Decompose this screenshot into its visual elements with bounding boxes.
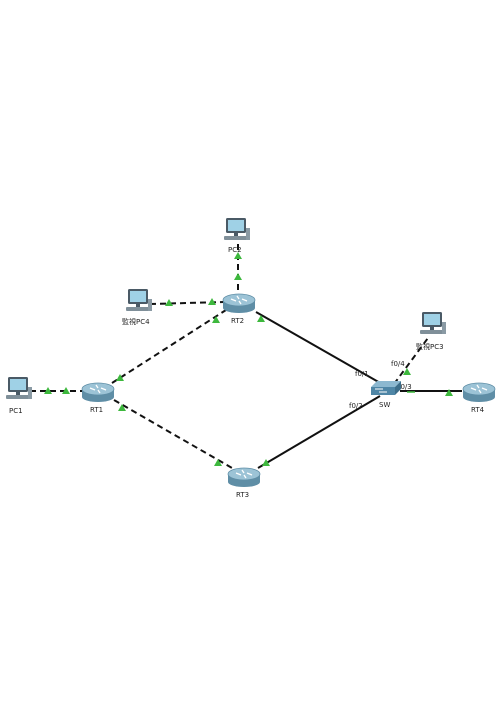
pc-keyboard (126, 307, 150, 311)
switch-front (371, 387, 395, 395)
pc-monitor-stand (430, 327, 434, 330)
device-label-rt3: RT3 (236, 491, 249, 499)
device-pc1[interactable]: PC1 (6, 377, 32, 415)
router-arrows (470, 384, 488, 394)
link-up-indicator (44, 387, 52, 394)
device-label-pc1: PC1 (9, 407, 23, 415)
router-icon (227, 467, 261, 487)
link-up-indicator (165, 299, 173, 306)
router-icon (81, 382, 115, 402)
pc-icon (6, 377, 32, 399)
link-up-indicator (234, 273, 242, 280)
link-status-indicators (44, 252, 453, 466)
pc-tower (246, 228, 250, 240)
router-arrows (230, 295, 248, 305)
device-label-rt4: RT4 (471, 406, 485, 414)
pc-icon (126, 289, 152, 311)
pc-tower (442, 322, 446, 334)
pc-monitor-screen (424, 314, 440, 325)
pc-monitor-screen (10, 379, 26, 390)
device-label-pc3: 監視PC3 (416, 342, 444, 351)
router-top (222, 293, 256, 307)
device-pc2[interactable]: PC2 (224, 218, 250, 254)
port-label-fa03: f0/3 (398, 383, 412, 391)
link-up-indicator (214, 459, 222, 466)
pc-monitor-stand (136, 304, 140, 307)
links-layer (30, 244, 462, 469)
port-labels: f0/1 f0/2 f0/3 f0/4 (349, 360, 412, 410)
device-pc4[interactable]: 監視PC4 (122, 289, 152, 326)
link-up-indicator (118, 404, 126, 411)
pc-monitor-stand (234, 233, 238, 236)
router-icon (222, 293, 256, 313)
router-icon (462, 382, 496, 402)
device-label-sw: SW (379, 401, 390, 409)
pc-icon (420, 312, 446, 334)
router-top (462, 382, 496, 396)
router-arrows (89, 384, 107, 394)
link-up-indicator (445, 389, 453, 396)
pc-monitor-screen (130, 291, 146, 302)
port-label-fa04: f0/4 (391, 360, 405, 368)
switch-top (371, 381, 401, 387)
device-pc3[interactable]: 監視PC3 (416, 312, 446, 351)
router-arrows (235, 469, 253, 479)
port-label-fa01: f0/1 (355, 370, 369, 378)
pc-keyboard (420, 330, 444, 334)
device-rt1[interactable]: RT1 (81, 382, 115, 414)
link-rt3-sw[interactable] (257, 395, 381, 469)
link-rt1-rt3[interactable] (113, 399, 233, 469)
link-rt1-rt2[interactable] (111, 309, 227, 384)
switch-icon (371, 381, 401, 395)
switch-arrows (375, 388, 387, 393)
pc-monitor-screen (228, 220, 244, 231)
device-rt4[interactable]: RT4 (462, 382, 496, 414)
link-up-indicator (257, 315, 265, 322)
device-sw[interactable]: SW (371, 381, 401, 409)
device-rt2[interactable]: RT2 (222, 293, 256, 325)
switch-side (395, 381, 401, 395)
link-up-indicator (212, 316, 220, 323)
device-label-pc2: PC2 (228, 246, 242, 254)
link-up-indicator (262, 459, 270, 466)
link-up-indicator (62, 387, 70, 394)
pc-tower (28, 387, 32, 399)
pc-monitor-stand (16, 392, 20, 395)
link-up-indicator (403, 368, 411, 375)
router-top (227, 467, 261, 481)
link-up-indicator (208, 298, 216, 305)
pc-keyboard (224, 236, 248, 240)
pc-keyboard (6, 395, 30, 399)
device-label-pc4: 監視PC4 (122, 317, 150, 326)
device-label-rt2: RT2 (231, 317, 244, 325)
port-label-fa02: f0/2 (349, 402, 363, 410)
link-rt2-sw[interactable] (255, 311, 383, 385)
devices-layer: PC1 PC2 監視PC3 監視PC4 RT1 RT2 (6, 218, 496, 499)
device-rt3[interactable]: RT3 (227, 467, 261, 499)
device-label-rt1: RT1 (90, 406, 103, 414)
router-top (81, 382, 115, 396)
pc-tower (148, 299, 152, 311)
link-up-indicator (234, 252, 242, 259)
link-up-indicator (116, 374, 124, 381)
pc-icon (224, 218, 250, 240)
